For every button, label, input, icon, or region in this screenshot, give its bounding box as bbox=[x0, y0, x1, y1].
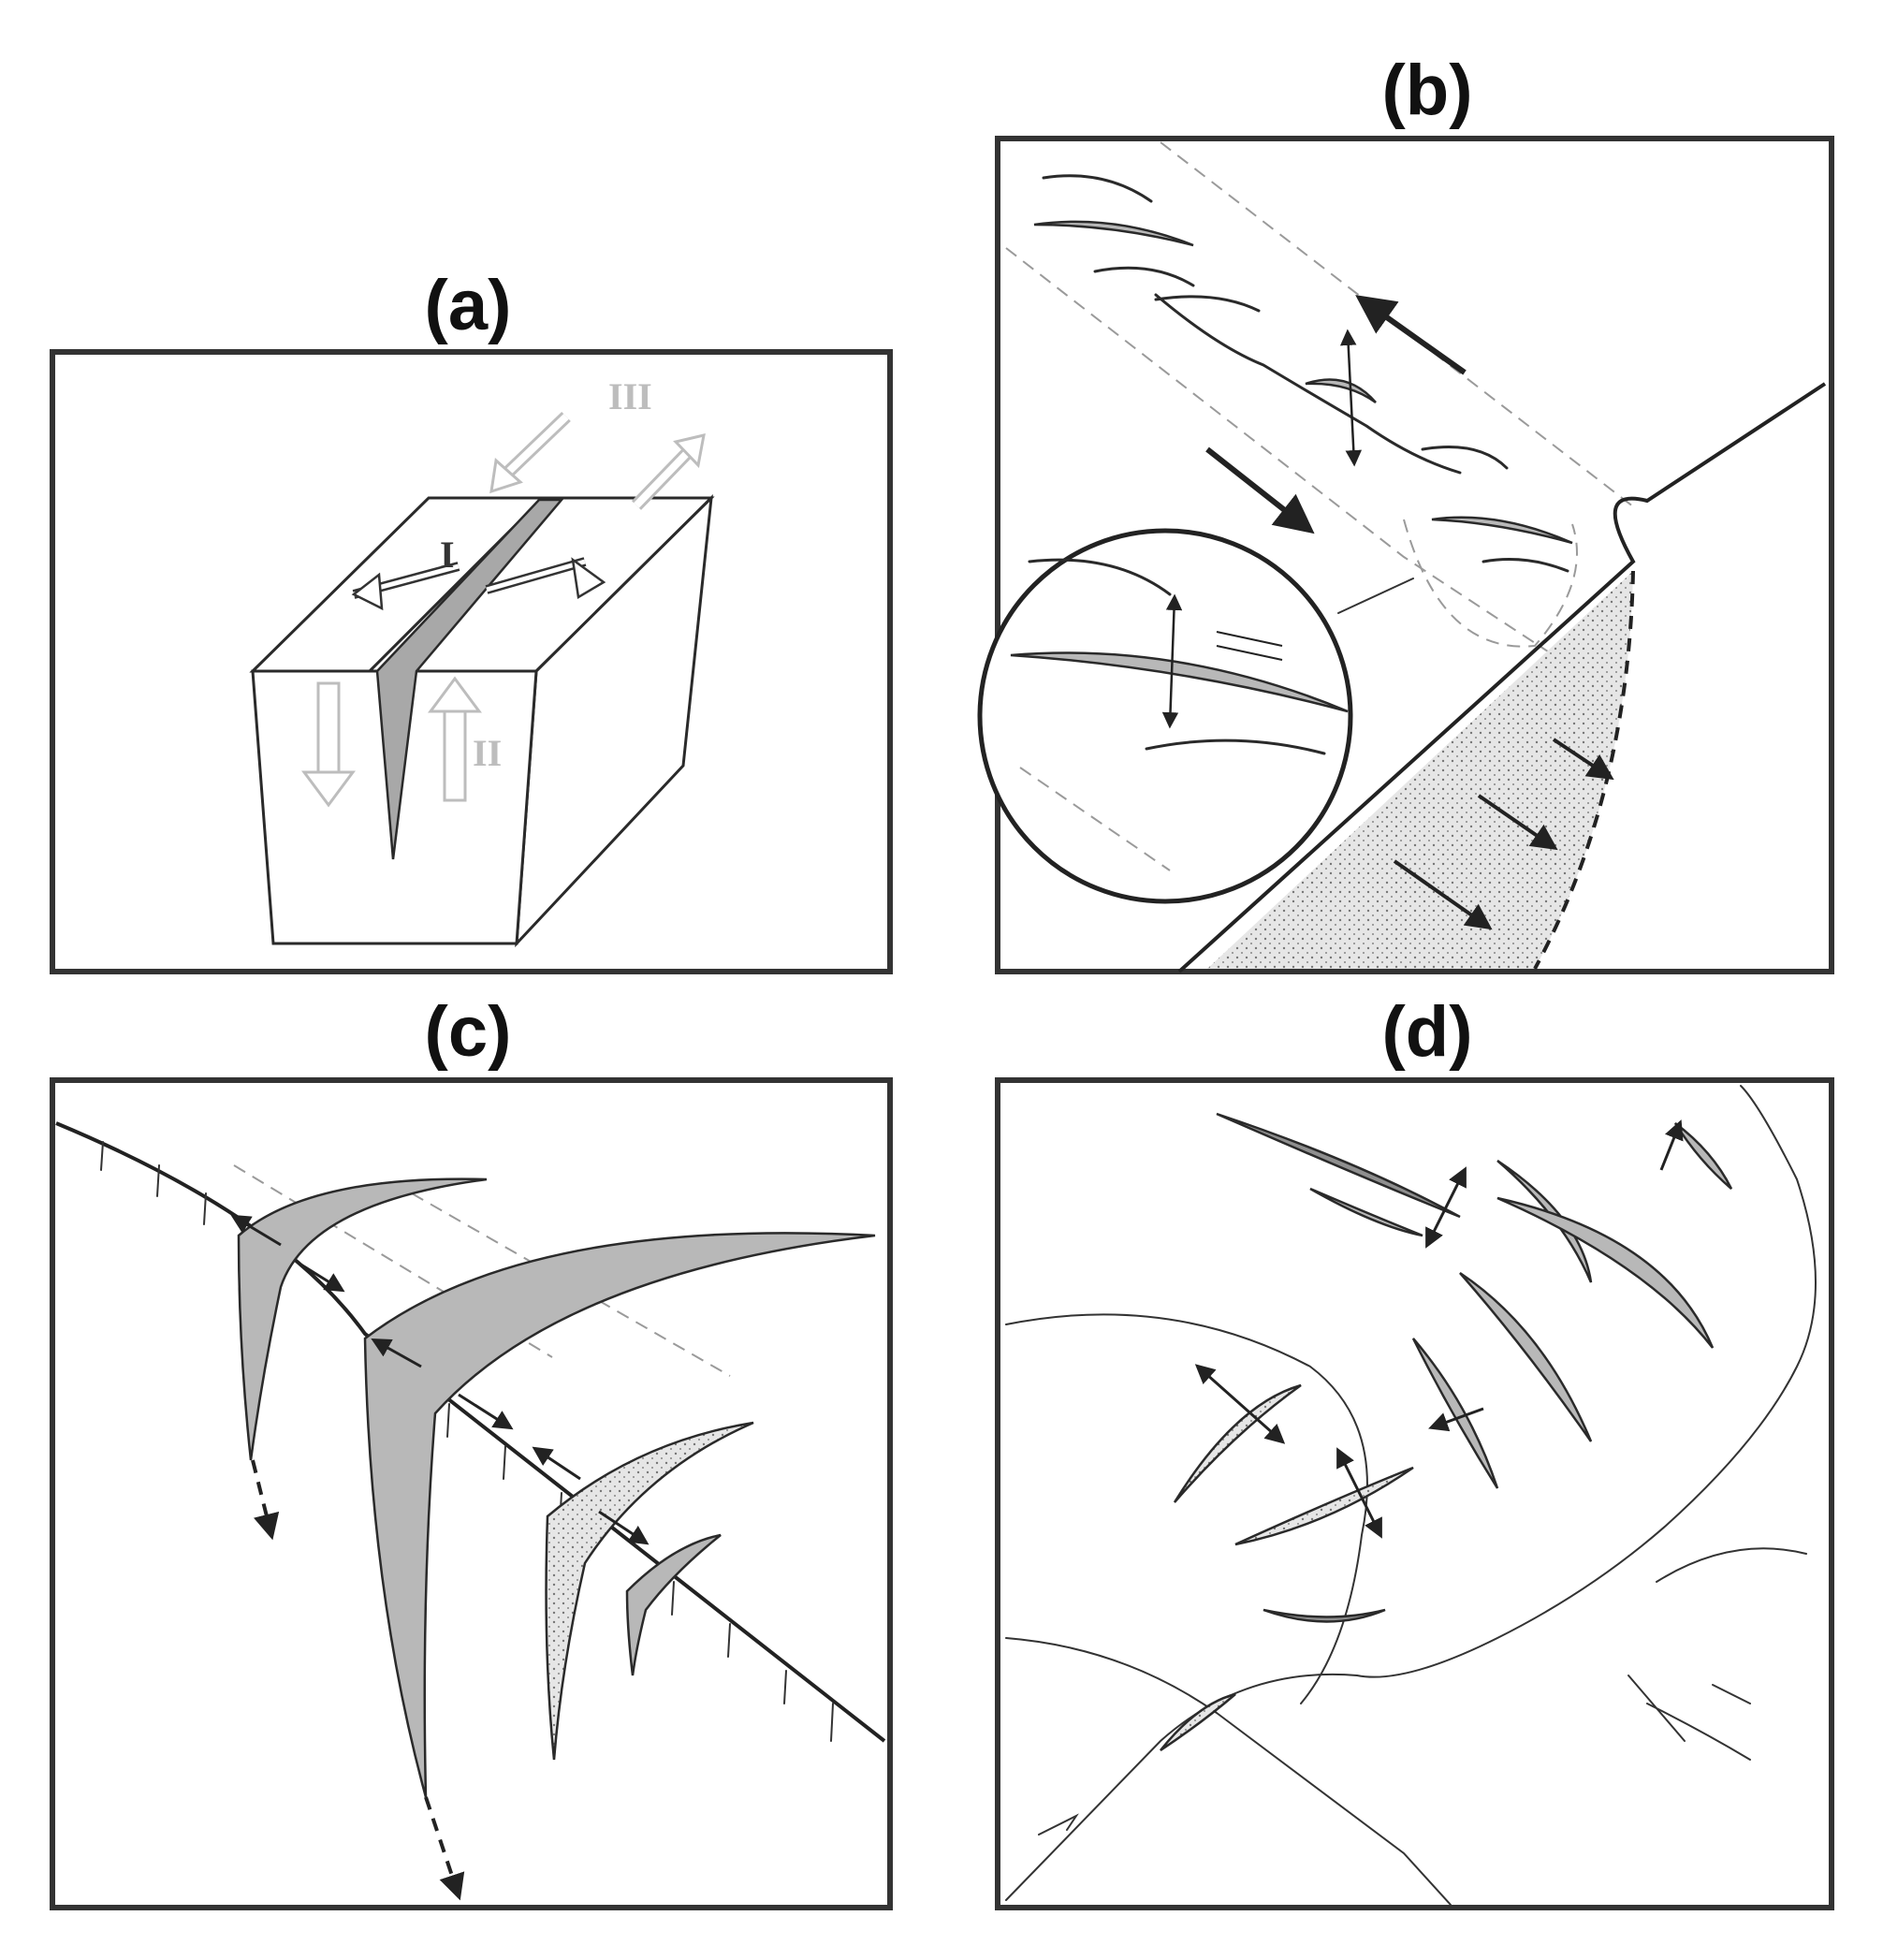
mode-ii-label: II bbox=[473, 732, 502, 774]
wing-vein bbox=[545, 1421, 754, 1761]
fault-trace bbox=[1005, 1085, 1817, 1901]
basin-boundary bbox=[1533, 570, 1635, 970]
en-echelon-vein bbox=[1160, 1692, 1236, 1752]
en-echelon-vein bbox=[1459, 1271, 1593, 1442]
extension-arrow bbox=[1659, 1119, 1684, 1171]
sediment-fill bbox=[1207, 571, 1633, 969]
wing-vein bbox=[363, 1232, 876, 1798]
fault-trace bbox=[1177, 382, 1827, 973]
en-echelon-vein bbox=[1234, 1466, 1414, 1546]
magnifier-inset bbox=[977, 528, 1414, 904]
fracture-trace bbox=[1038, 1813, 1079, 1836]
extension-arrow bbox=[1425, 1166, 1467, 1249]
shear-band-guide bbox=[1160, 141, 1639, 511]
opening-arrow bbox=[371, 1338, 422, 1368]
en-echelon-vein bbox=[1173, 1383, 1302, 1503]
shear-sense-arrow bbox=[1355, 295, 1467, 375]
shear-sense-arrow bbox=[1205, 446, 1315, 534]
panel-c-label: (c) bbox=[425, 992, 512, 1072]
extension-arrow bbox=[1336, 1447, 1382, 1539]
fracture-trace bbox=[1646, 1703, 1751, 1761]
en-echelon-vein bbox=[1496, 1196, 1715, 1349]
en-echelon-veins bbox=[1033, 174, 1573, 573]
propagation-arrow bbox=[251, 1459, 280, 1541]
extension-arrow bbox=[1339, 329, 1363, 467]
fault-ticks bbox=[100, 1141, 834, 1742]
outcrop-outline bbox=[1005, 1637, 1452, 1906]
panel-a-frame bbox=[50, 349, 893, 974]
panel-d: (d) bbox=[995, 992, 1834, 1910]
en-echelon-vein bbox=[1496, 1159, 1593, 1283]
mode-ii-arrow: II bbox=[301, 676, 502, 808]
opening-arrow bbox=[532, 1446, 581, 1481]
panel-b-label: (b) bbox=[1381, 51, 1472, 130]
panel-d-frame bbox=[995, 1077, 1834, 1910]
fault-trace bbox=[55, 1121, 886, 1743]
extension-arrow bbox=[1428, 1407, 1484, 1432]
en-echelon-vein bbox=[1309, 1187, 1423, 1237]
outcrop-outline bbox=[1656, 1547, 1807, 1583]
mode-iii-label: III bbox=[608, 375, 652, 417]
opening-arrow bbox=[299, 1262, 345, 1293]
shear-band-guide bbox=[1005, 247, 1555, 656]
slip-arrow bbox=[1477, 794, 1558, 851]
panel-d-label: (d) bbox=[1381, 992, 1472, 1072]
panel-a-label: (a) bbox=[425, 266, 512, 345]
wing-vein bbox=[237, 1177, 488, 1461]
fracture-trace bbox=[1712, 1684, 1751, 1704]
panel-b-frame bbox=[995, 136, 1834, 974]
mode-iii-arrow: III bbox=[489, 375, 706, 510]
extension-arrow bbox=[1194, 1364, 1286, 1444]
panel-a: (a) I II bbox=[50, 266, 893, 974]
panel-c-frame bbox=[50, 1077, 893, 1910]
en-echelon-vein bbox=[1263, 1608, 1386, 1623]
mode-i-label: I bbox=[440, 534, 455, 576]
shear-band-guide bbox=[1403, 519, 1578, 648]
propagation-arrow bbox=[424, 1796, 465, 1901]
slip-arrow bbox=[1393, 859, 1493, 930]
panel-b: (b) bbox=[977, 51, 1834, 974]
slip-arrow bbox=[1552, 738, 1614, 781]
en-echelon-vein bbox=[1673, 1122, 1733, 1190]
panel-c: (c) bbox=[50, 992, 893, 1910]
opening-arrow bbox=[598, 1510, 650, 1545]
en-echelon-vein bbox=[1411, 1338, 1499, 1489]
opening-arrow bbox=[230, 1214, 282, 1247]
wing-vein bbox=[625, 1533, 722, 1676]
opening-arrow bbox=[458, 1393, 514, 1430]
outcrop-outline bbox=[1005, 1313, 1368, 1704]
mode-i-arrow: I bbox=[351, 534, 606, 611]
